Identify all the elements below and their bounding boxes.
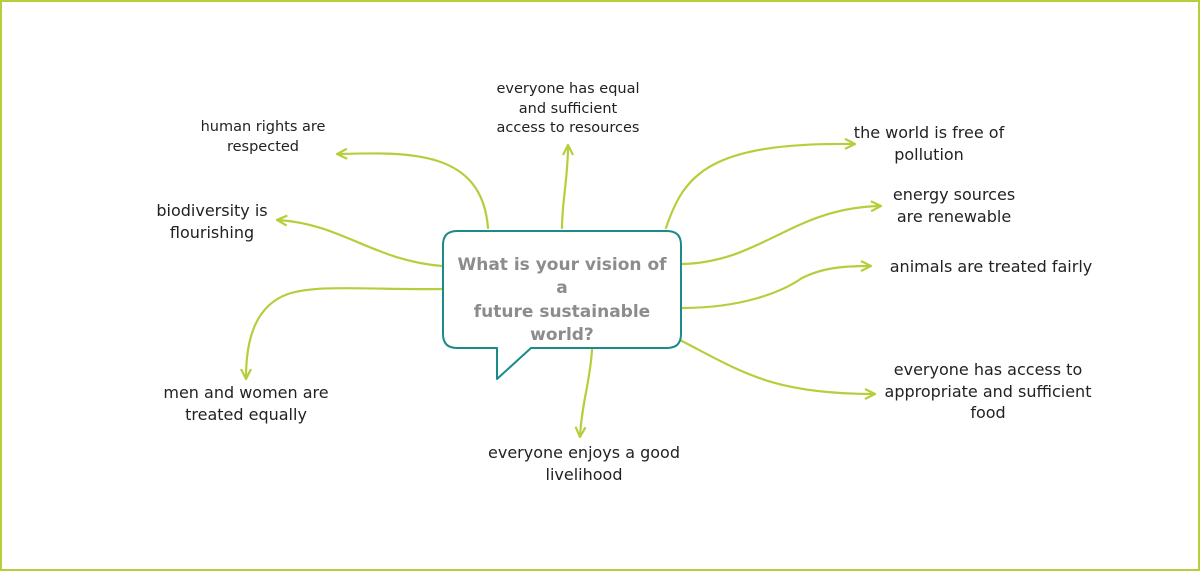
central-question: What is your vision of a future sustaina… [457,255,667,346]
label-animals: animals are treated fairly [889,257,1093,276]
label-human-rights: human rights are respected [200,119,326,155]
label-men-women: men and women are treated equally [163,383,329,424]
arrow-pollution [664,144,854,230]
label-equal-resources: everyone has equal and sufficient access… [496,81,640,137]
label-livelihood: everyone enjoys a good livelihood [488,443,680,484]
arrow-energy [680,206,880,266]
arrow-food [678,338,874,394]
arrow-men-women [246,287,444,378]
arrow-biodiversity [278,220,444,268]
label-pollution: the world is free of pollution [853,123,1005,164]
arrow-equal-resources [560,146,568,230]
label-energy: energy sources are renewable [892,185,1016,226]
label-biodiversity: biodiversity is flourishing [156,201,268,242]
arrow-animals [680,266,870,310]
arrow-livelihood [580,348,594,436]
label-food: everyone has access to appropriate and s… [884,360,1092,423]
speech-bubble [442,230,682,380]
arrow-human-rights [338,153,490,230]
